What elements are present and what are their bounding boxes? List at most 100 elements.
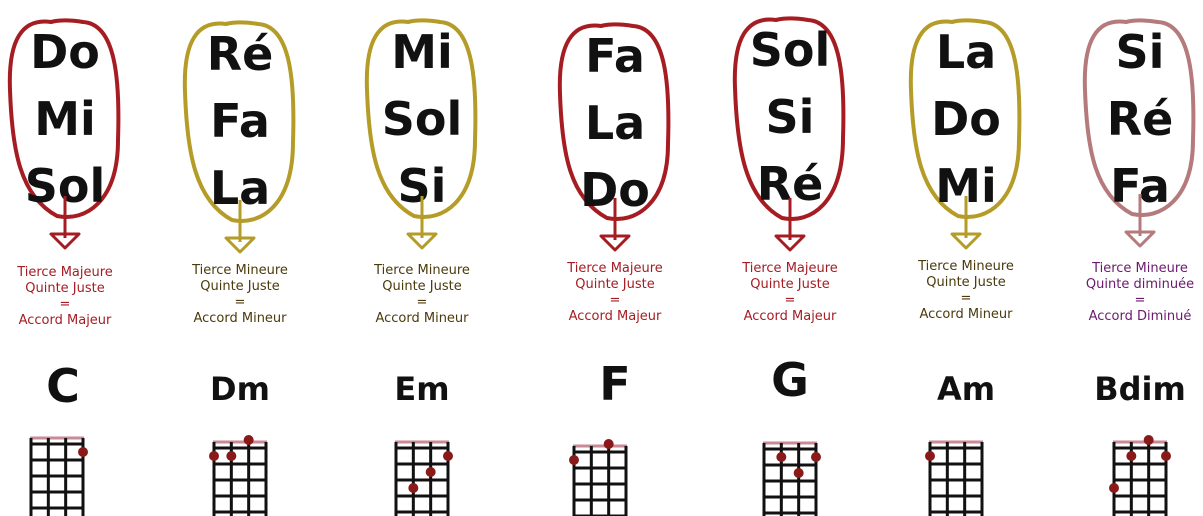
note-label: Sol [382, 92, 463, 146]
note-label: Fa [210, 94, 270, 148]
fretboard-diagram [569, 439, 628, 516]
fretboard-diagram [29, 436, 88, 516]
fretboard-diagram [394, 440, 453, 516]
description-line: Tierce Mineure [1091, 261, 1188, 276]
finger-dot [408, 483, 419, 493]
arrow-down-icon [950, 232, 982, 250]
description-line: = [235, 295, 246, 310]
finger-dot [1143, 435, 1154, 445]
description-line: Tierce Majeure [16, 265, 113, 280]
finger-dot [78, 447, 88, 457]
description-line: Quinte Juste [575, 277, 655, 292]
description-line: Quinte diminuée [1086, 277, 1194, 292]
chord-name: F [599, 357, 630, 411]
note-oval [1082, 18, 1196, 217]
description-line: Quinte Juste [25, 281, 105, 296]
description-line: = [417, 295, 428, 310]
finger-dot [603, 439, 614, 449]
description-line: Accord Majeur [569, 309, 662, 324]
chord-name: Am [937, 370, 995, 408]
note-label: Mi [391, 25, 453, 79]
note-label: Si [766, 90, 815, 144]
arrow-down-icon [599, 234, 631, 252]
note-label: Do [931, 92, 1001, 146]
arrow-down-icon [774, 234, 806, 252]
description-line: Accord Majeur [744, 309, 837, 324]
finger-dot [243, 435, 254, 445]
note-label: Mi [34, 92, 96, 146]
finger-dot [925, 451, 935, 461]
note-label: Ré [207, 27, 274, 81]
note-label: Ré [1107, 92, 1174, 146]
description-line: Accord Majeur [19, 313, 112, 328]
description-line: Tierce Mineure [917, 259, 1014, 274]
fretboard-diagram [925, 440, 984, 516]
description-line: Accord Mineur [193, 311, 287, 326]
finger-dot [226, 451, 237, 461]
description-line: Quinte Juste [750, 277, 830, 292]
description-line: Accord Mineur [375, 311, 469, 326]
description-line: = [785, 293, 796, 308]
description-line: = [60, 297, 71, 312]
arrow-down-icon [406, 232, 438, 250]
arrow-down-icon [1124, 230, 1156, 248]
finger-dot [443, 451, 453, 461]
note-oval [732, 16, 846, 221]
finger-dot [209, 451, 219, 461]
arrow-down-icon [49, 232, 81, 250]
finger-dot [811, 452, 821, 462]
note-oval [182, 20, 296, 223]
fretboard-diagram [209, 435, 268, 516]
description-line: Tierce Mineure [373, 263, 470, 278]
finger-dot [425, 467, 436, 477]
note-label: Sol [750, 23, 831, 77]
finger-dot [1161, 451, 1171, 461]
note-label: La [936, 25, 996, 79]
finger-dot [1109, 483, 1119, 493]
finger-dot [569, 455, 579, 465]
description-line: Tierce Majeure [741, 261, 838, 276]
finger-dot [776, 452, 787, 462]
description-line: Accord Mineur [919, 307, 1013, 322]
note-label: La [585, 96, 645, 150]
fretboard-diagram [762, 441, 821, 516]
description-line: = [961, 291, 972, 306]
arrow-down-icon [224, 236, 256, 254]
chord-name: C [46, 359, 80, 413]
description-line: Tierce Majeure [566, 261, 663, 276]
finger-dot [1126, 451, 1137, 461]
note-oval [7, 18, 121, 219]
note-oval [557, 22, 671, 221]
description-line: Accord Diminué [1089, 309, 1192, 324]
description-line: = [1135, 293, 1146, 308]
note-oval [908, 18, 1022, 219]
description-line: Quinte Juste [926, 275, 1006, 290]
chord-name: Bdim [1094, 370, 1186, 408]
description-line: Quinte Juste [200, 279, 280, 294]
description-line: = [610, 293, 621, 308]
note-label: Si [1116, 25, 1165, 79]
note-label: Fa [585, 29, 645, 83]
fretboard-diagram [1109, 435, 1171, 516]
chord-name: G [771, 353, 809, 407]
